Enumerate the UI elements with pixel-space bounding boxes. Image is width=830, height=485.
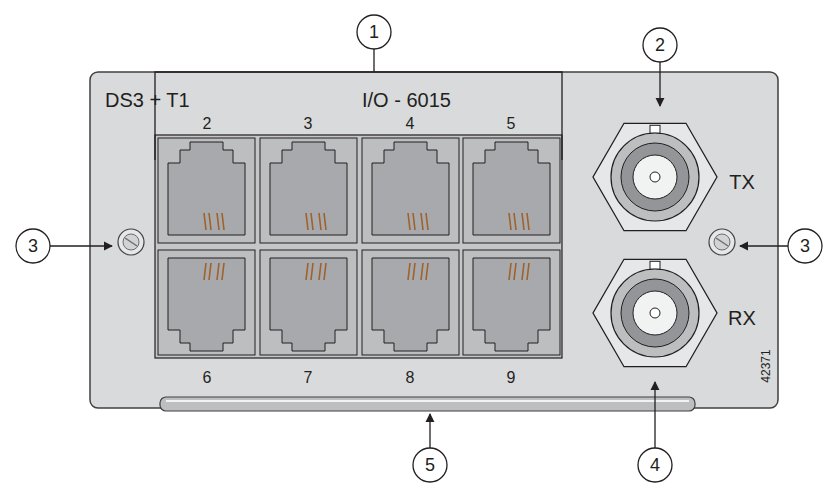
rj45-pin: [204, 263, 206, 280]
rj45-pin: [324, 213, 326, 230]
bnc-pin: [650, 308, 660, 318]
rj45-pin: [514, 263, 516, 280]
callout-number: 3: [28, 237, 38, 255]
port-number: 3: [304, 116, 313, 132]
rj45-pin: [319, 263, 321, 280]
port-number: 9: [507, 370, 516, 386]
rj45-pin: [413, 213, 415, 230]
callout-number: 1: [369, 23, 379, 41]
rj45-pin: [306, 263, 308, 280]
connector-label: TX: [729, 172, 755, 192]
rj45-port: [260, 250, 357, 355]
bnc-insulator: [633, 291, 677, 335]
rj45-pin: [522, 213, 524, 230]
captive-screws: [118, 229, 735, 255]
rj45-ports: [158, 138, 560, 355]
module-label: I/O - 6015: [362, 90, 451, 110]
rj45-opening: [473, 258, 550, 351]
rj45-pin: [527, 263, 529, 280]
rj45-opening: [372, 142, 449, 235]
rj45-pin: [311, 263, 313, 280]
rj45-pin: [426, 263, 428, 280]
rj45-pin: [209, 263, 211, 280]
rj45-pin: [222, 213, 224, 230]
rj45-pin: [217, 263, 219, 280]
bnc-pin: [650, 172, 660, 182]
bnc-body: [611, 269, 699, 357]
rj45-port: [158, 138, 255, 243]
bnc-nut: [593, 259, 717, 366]
rj45-pin: [311, 213, 313, 230]
callout-number: 4: [650, 456, 660, 474]
rj45-port: [362, 250, 459, 355]
rj45-pin: [426, 213, 428, 230]
rj45-pin: [324, 263, 326, 280]
rj45-opening: [473, 142, 550, 235]
handle-bar: [160, 397, 695, 411]
rj45-port: [463, 138, 560, 243]
rj45-port: [362, 138, 459, 243]
port-number: 6: [203, 370, 212, 386]
rj45-opening: [168, 258, 245, 351]
bnc-key: [650, 261, 660, 269]
bnc-ring: [621, 143, 689, 211]
rj45-port: [158, 250, 255, 355]
rj45-opening: [372, 258, 449, 351]
rj45-pin: [204, 213, 206, 230]
port-number: 2: [203, 116, 212, 132]
callout-number: 3: [800, 237, 810, 255]
rj45-pin: [222, 263, 224, 280]
faceplate-panel: [90, 72, 778, 408]
rj45-pin: [527, 213, 529, 230]
callout-number: 5: [425, 456, 435, 474]
rj45-pin: [306, 213, 308, 230]
port-number: 5: [507, 116, 516, 132]
rj45-opening: [168, 142, 245, 235]
bnc-key: [650, 125, 660, 133]
rj45-pin: [408, 213, 410, 230]
bnc-ring: [621, 279, 689, 347]
bnc-insulator: [633, 155, 677, 199]
rj45-pin: [413, 263, 415, 280]
port-number: 7: [304, 370, 313, 386]
rj45-opening: [270, 258, 347, 351]
bnc-connectors: [593, 123, 717, 366]
rj45-pin: [319, 213, 321, 230]
rj45-pin: [421, 263, 423, 280]
leader-lines: [50, 49, 788, 448]
rj45-pin: [421, 213, 423, 230]
callout-circles: [16, 15, 822, 482]
bnc-nut: [593, 123, 717, 230]
rj45-pin: [209, 213, 211, 230]
rj45-pin: [217, 213, 219, 230]
port-number: 8: [406, 370, 415, 386]
rj45-pin: [408, 263, 410, 280]
port-block-frame: [155, 135, 562, 358]
rj45-pin: [522, 263, 524, 280]
rj45-pin: [509, 213, 511, 230]
rj45-pin: [514, 213, 516, 230]
port-number: 4: [406, 116, 415, 132]
faceplate: DS3 + T1 I/O - 6015: [90, 72, 778, 408]
rj45-port: [260, 138, 357, 243]
bnc-body: [611, 133, 699, 221]
figure-id: 42371: [760, 349, 772, 382]
rj45-pin: [509, 263, 511, 280]
rj45-port: [463, 250, 560, 355]
rj45-opening: [270, 142, 347, 235]
callout-number: 2: [655, 36, 665, 54]
module-label: DS3 + T1: [105, 90, 190, 110]
connector-label: RX: [728, 308, 756, 328]
